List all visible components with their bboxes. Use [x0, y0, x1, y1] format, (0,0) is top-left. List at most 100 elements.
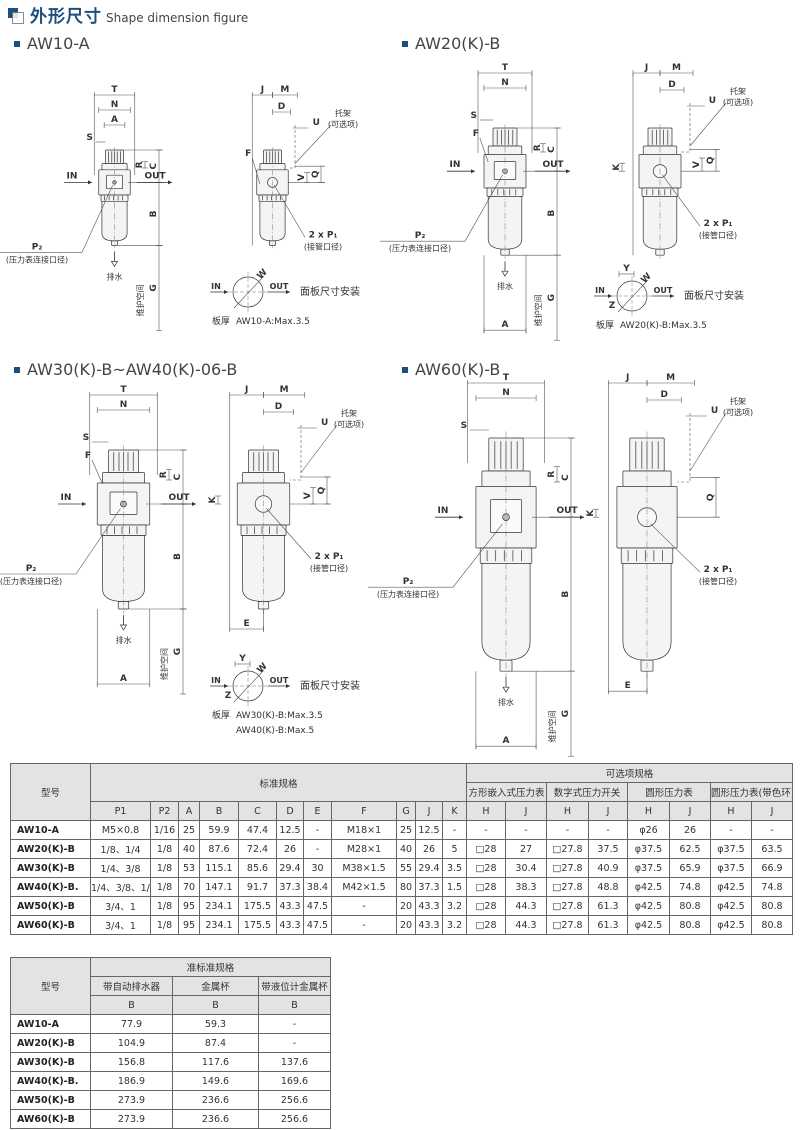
out-label: OUT [144, 171, 166, 181]
column-header-H: H [546, 801, 589, 821]
panel-in-label: IN [211, 676, 221, 685]
model-cell: AW30(K)-B [10, 858, 91, 878]
dim-label-D: D [278, 102, 285, 112]
value-cell: φ26 [627, 820, 670, 840]
dim-label-S: S [471, 111, 477, 121]
dim-label-Q: Q [706, 156, 716, 164]
dim-label-U: U [711, 406, 718, 416]
value-cell: 61.3 [588, 896, 628, 916]
drain-arrow-icon [110, 261, 119, 268]
dim-label-J: J [260, 85, 264, 95]
value-cell: 65.9 [669, 858, 711, 878]
value-cell: 1/8、1/4 [90, 839, 151, 859]
dim-label-M: M [672, 63, 681, 73]
value-cell: 256.6 [258, 1090, 331, 1110]
value-cell: - [258, 1014, 331, 1034]
column-header-E: E [303, 801, 332, 821]
value-cell: 12.5 [415, 820, 443, 840]
value-cell: 175.5 [238, 915, 277, 935]
p2-note: (压力表连接口径) [0, 576, 62, 586]
column-header-J: J [750, 801, 794, 821]
dim-label-U: U [313, 118, 320, 128]
value-cell: 66.9 [750, 858, 794, 878]
dim-label-J: J [644, 63, 648, 73]
dim-label-J: J [625, 373, 629, 383]
p1-note: (接管口径) [699, 230, 737, 240]
leader-line [662, 174, 701, 227]
value-cell: 115.1 [199, 858, 239, 878]
thickness-label: 板厚 [212, 709, 230, 721]
side-view [236, 449, 291, 610]
dim-label-T: T [502, 63, 509, 73]
value-cell: 236.6 [172, 1109, 259, 1129]
p2-note: (压力表连接口径) [389, 243, 451, 253]
front-view [96, 449, 151, 610]
value-cell: 25 [178, 820, 200, 840]
arrow-head-icon [286, 684, 290, 688]
in-label: IN [61, 493, 72, 503]
option-group-header: 圆形压力表(带色环) [709, 782, 794, 802]
maintenance-space-label: 维护空间 [547, 710, 557, 742]
value-cell: 1/8 [150, 839, 179, 859]
thickness-label: 板厚 [596, 319, 614, 331]
dim-label-G: G [149, 284, 159, 291]
bullet-icon [14, 366, 20, 373]
section-heading-aw60: AW60(K)-B [402, 360, 500, 379]
dim-label-K: K [586, 509, 596, 517]
bracket-note: (可选项) [328, 119, 358, 129]
dimension-line [233, 275, 265, 309]
dim-label-M: M [666, 373, 675, 383]
value-cell: - [750, 820, 794, 840]
value-cell: - [466, 820, 506, 840]
bracket-label: 托架 [730, 396, 746, 406]
value-cell: 55 [396, 858, 416, 878]
column-header: 金属杯 [172, 976, 259, 996]
column-header-A: A [178, 801, 200, 821]
value-cell: 1/4、3/8 [90, 858, 151, 878]
section-title: AW60(K)-B [415, 360, 501, 379]
leader-line [266, 508, 312, 560]
value-cell: 47.5 [303, 915, 332, 935]
dim-label-E: E [244, 619, 250, 629]
value-cell: φ37.5 [627, 839, 670, 859]
value-cell: 137.6 [258, 1052, 331, 1072]
thickness-value: AW30(K)-B:Max.3.5 [236, 711, 323, 721]
column-header-H: H [627, 801, 670, 821]
p2-label: P₂ [403, 577, 414, 587]
thickness-value: AW20(K)-B:Max.3.5 [620, 321, 707, 331]
value-cell: 1/16 [150, 820, 179, 840]
value-cell: φ42.5 [627, 896, 670, 916]
value-cell: 74.8 [750, 877, 794, 897]
dim-label-N: N [120, 400, 128, 410]
in-label: IN [438, 506, 449, 516]
title-cn: 外形尺寸 [30, 7, 102, 27]
value-cell: 48.8 [588, 877, 628, 897]
value-cell: 80.8 [669, 915, 711, 935]
arrow-head-icon [566, 169, 570, 174]
option-group-header: 数字式压力开关 [546, 782, 628, 802]
arrow-head-icon [82, 502, 86, 506]
dimension-line [479, 137, 489, 163]
group-header-semi-standard: 准标准规格 [90, 957, 331, 977]
value-cell: 256.6 [258, 1109, 331, 1129]
value-cell: □27.8 [546, 858, 589, 878]
column-header-H: H [466, 801, 506, 821]
out-label: OUT [168, 493, 190, 503]
arrow-head-icon [224, 290, 228, 294]
dim-label-A: A [111, 115, 118, 125]
dim-label-E: E [625, 681, 631, 691]
side-view [256, 149, 289, 246]
p1-label: 2 x P₁ [704, 565, 733, 575]
value-cell: 26 [669, 820, 711, 840]
value-cell: 43.3 [276, 915, 304, 935]
dim-label-J: J [244, 385, 248, 395]
drain-valve [269, 240, 277, 246]
value-cell: 37.5 [588, 839, 628, 859]
value-cell: - [710, 820, 752, 840]
value-cell: 80.8 [750, 896, 794, 916]
value-cell: 53 [178, 858, 200, 878]
front-view [98, 149, 131, 246]
value-cell: 62.5 [669, 839, 711, 859]
